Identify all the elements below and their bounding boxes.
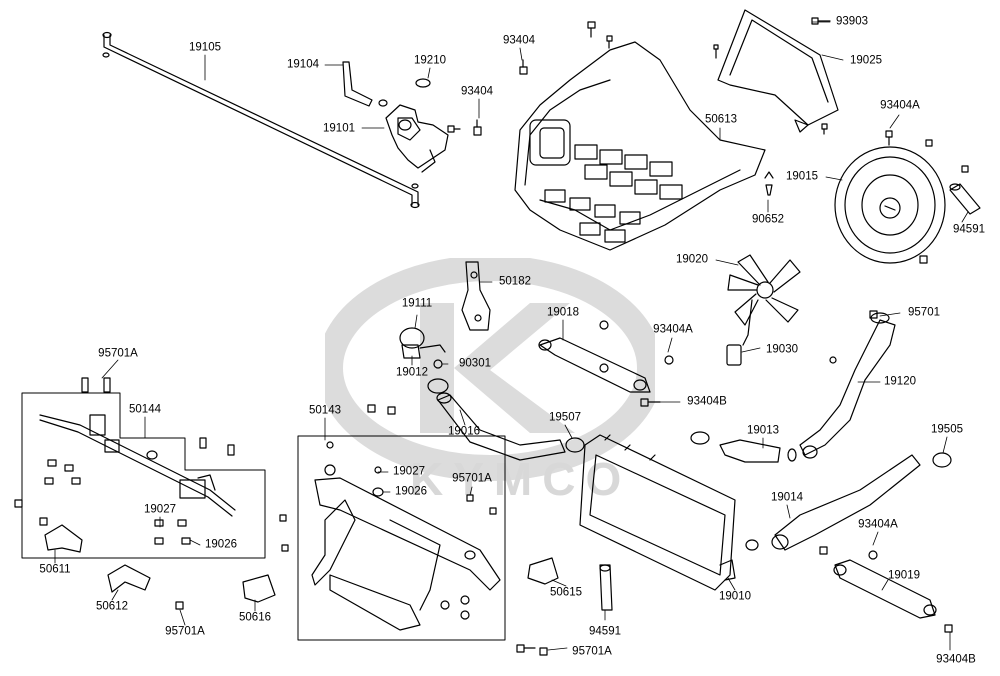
bracket-50612 xyxy=(107,564,184,610)
part-label-94591-bottom: 94591 xyxy=(589,625,621,638)
part-label-19013: 19013 xyxy=(747,424,779,437)
pipe-19120 xyxy=(799,310,896,459)
part-label-19111: 19111 xyxy=(401,297,433,310)
part-label-19105: 19105 xyxy=(189,41,221,54)
part-label-19027-harness: 19027 xyxy=(144,503,176,516)
harness-50144 xyxy=(39,377,236,545)
part-label-95701A-bracket: 95701A xyxy=(165,625,205,638)
part-label-95701-pipe: 95701 xyxy=(908,306,940,319)
leader-lines xyxy=(54,21,969,651)
group-box-50144 xyxy=(21,392,266,559)
part-label-19020: 19020 xyxy=(676,253,708,266)
bolt-group-top xyxy=(519,17,831,196)
part-label-50144: 50144 xyxy=(129,403,161,416)
hose-19016 xyxy=(436,392,566,461)
part-label-95701A-harness: 95701A xyxy=(98,347,138,360)
hose-19013 xyxy=(690,431,797,463)
part-label-90652: 90652 xyxy=(752,213,784,226)
hose-19014 xyxy=(771,454,921,551)
bracket-19018 xyxy=(538,320,674,407)
part-label-19120: 19120 xyxy=(884,375,916,388)
part-label-90301: 90301 xyxy=(459,357,491,370)
part-label-93404A-bottom: 93404A xyxy=(858,518,898,531)
part-label-19101: 19101 xyxy=(323,122,355,135)
part-label-19014: 19014 xyxy=(771,491,803,504)
shroud-19025 xyxy=(717,9,839,133)
part-label-19015: 19015 xyxy=(786,170,818,183)
sensor-19111 xyxy=(399,327,449,394)
clamp-19505 xyxy=(932,452,952,468)
part-label-95701A-frame: 95701A xyxy=(452,472,492,485)
part-label-19027-frame: 19027 xyxy=(393,465,425,478)
part-label-93404-thermostat: 93404 xyxy=(461,85,493,98)
part-label-19026-harness: 19026 xyxy=(205,538,237,551)
thermostat-19101 xyxy=(385,78,449,173)
part-label-94591-top: 94591 xyxy=(953,223,985,236)
part-label-93404-top: 93404 xyxy=(503,34,535,47)
bracket-50611 xyxy=(14,499,83,553)
part-label-19026-frame: 19026 xyxy=(395,485,427,498)
part-label-50615: 50615 xyxy=(550,586,582,599)
part-label-19025: 19025 xyxy=(850,54,882,67)
part-label-19019: 19019 xyxy=(888,569,920,582)
part-label-50616: 50616 xyxy=(239,611,271,624)
part-label-50182: 50182 xyxy=(499,275,531,288)
fan-housing-19015 xyxy=(834,130,969,264)
part-label-50611: 50611 xyxy=(39,563,71,576)
part-label-19104: 19104 xyxy=(287,58,319,71)
frame-50143 xyxy=(311,404,501,631)
part-label-50612: 50612 xyxy=(96,600,128,613)
cover-vent-grid xyxy=(544,144,683,243)
part-label-19210: 19210 xyxy=(414,54,446,67)
part-label-95701A-bottom: 95701A xyxy=(572,645,612,658)
bracket-19019 xyxy=(819,546,953,633)
part-label-19505: 19505 xyxy=(931,423,963,436)
part-label-93404B-bottom: 93404B xyxy=(936,653,976,666)
strap-94591-bottom xyxy=(599,564,613,611)
part-label-19507: 19507 xyxy=(549,411,581,424)
bolt-93404-thermostat xyxy=(447,119,482,136)
group-box-50143 xyxy=(297,435,506,641)
part-label-19018: 19018 xyxy=(547,306,579,319)
bolt-group-bottom xyxy=(516,644,548,656)
radiator-19010 xyxy=(579,434,759,591)
bracket-50182 xyxy=(461,261,491,331)
rod-19105 xyxy=(102,31,420,209)
kymco-watermark-text: KYMCO xyxy=(410,453,632,505)
part-label-19030: 19030 xyxy=(766,343,798,356)
part-label-19010: 19010 xyxy=(719,590,751,603)
bracket-50615 xyxy=(527,557,559,585)
part-label-93404A-bracket: 93404A xyxy=(653,323,693,336)
part-label-93404A-fan: 93404A xyxy=(880,99,920,112)
hose-19104 xyxy=(342,61,388,107)
kymco-logo-watermark xyxy=(325,258,655,481)
part-label-93903: 93903 xyxy=(836,15,868,28)
fan-blade-19020 xyxy=(726,254,801,366)
undercover-50613 xyxy=(514,41,766,251)
part-label-50613: 50613 xyxy=(705,113,737,126)
strap-94591-top xyxy=(949,183,981,215)
part-label-19012: 19012 xyxy=(396,366,428,379)
part-label-50143: 50143 xyxy=(309,404,341,417)
part-label-93404B-bracket: 93404B xyxy=(687,395,727,408)
clamp-19507 xyxy=(565,437,585,453)
part-label-19016: 19016 xyxy=(448,425,480,438)
bracket-50616 xyxy=(242,514,289,603)
